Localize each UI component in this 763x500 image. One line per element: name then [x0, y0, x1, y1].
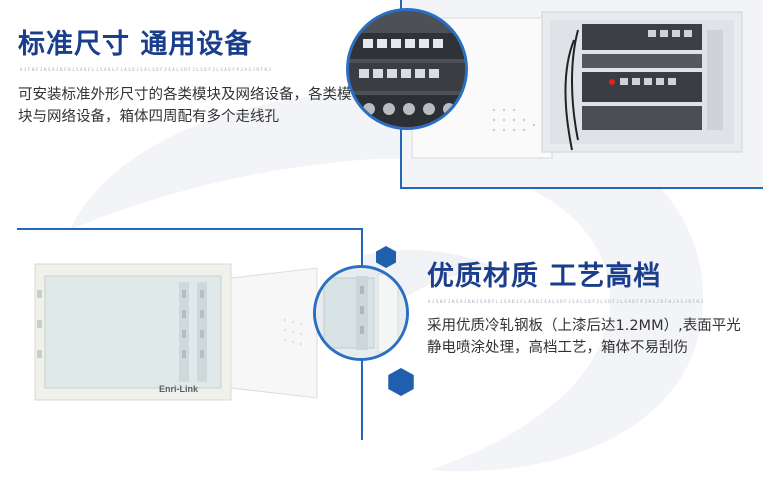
hexagon-decoration-icon — [388, 368, 414, 396]
section1-detail-zoom-circle — [346, 8, 468, 130]
section2-detail-zoom-circle — [313, 265, 409, 361]
section2-title: 优质材质 工艺高档 — [427, 261, 662, 292]
section1-decorative-letters: AJFHFJHSAJDFHJSADFLJSADLFJASDJSALSDFJSAL… — [20, 67, 273, 72]
box-logo: Enri-Link — [159, 384, 199, 394]
section1-title: 标准尺寸 通用设备 — [18, 29, 253, 60]
section2-decorative-letters: AJSHFJHSAJDHJSADFLJSADJFLASDJSALSDFJSALS… — [428, 299, 705, 304]
section1-description: 可安装标准外形尺寸的各类模块及网络设备，各类模块与网络设备，箱体四周配有多个走线… — [18, 87, 352, 125]
section2-product-photo: Enri-Link — [17, 228, 363, 440]
hexagon-decoration-icon — [376, 246, 396, 268]
section2-description: 采用优质冷轧钢板（上漆后达1.2MM）,表面平光静电喷涂处理，高档工艺，箱体不易… — [427, 318, 741, 356]
